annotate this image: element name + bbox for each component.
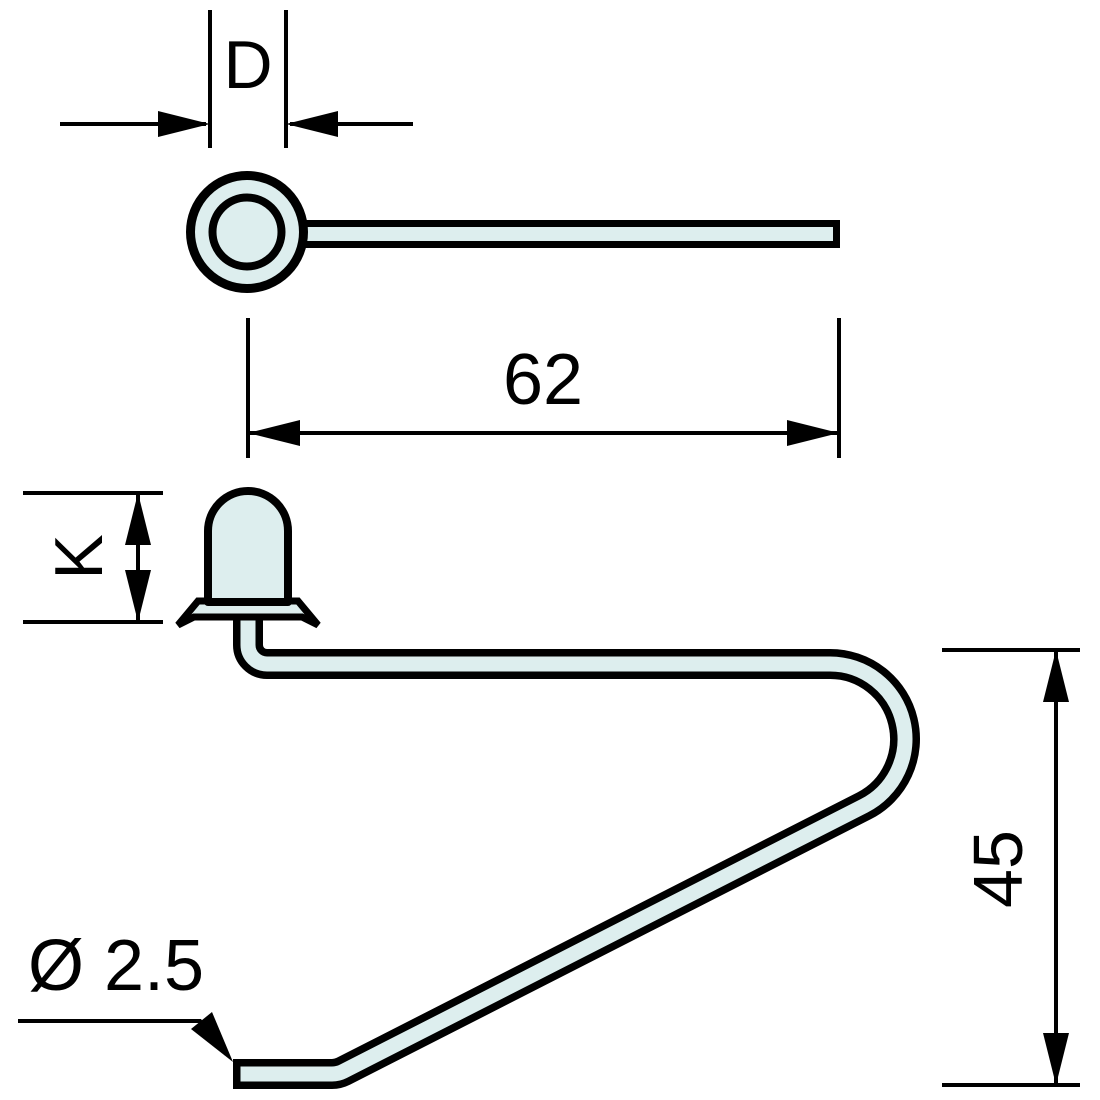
pin-head-outer-circle <box>186 171 308 293</box>
pin-shaft-top-view <box>276 220 840 248</box>
pin-head-inner-circle <box>208 193 286 271</box>
dim-d-arrowhead-left <box>158 111 210 137</box>
dim-62-label: 62 <box>503 340 583 420</box>
wire-fill <box>240 598 913 1082</box>
wire-diameter-leader-arrowhead <box>191 1012 233 1062</box>
dim-45-label: 45 <box>959 830 1037 908</box>
dimension-45: 45 <box>942 648 1080 1087</box>
pin-top-view <box>186 171 840 293</box>
cap-flange <box>175 597 321 629</box>
wire-diameter-callout: Ø 2.5 <box>18 926 233 1062</box>
dimension-62: 62 <box>246 318 841 458</box>
dimension-k: K <box>23 491 163 624</box>
dim-k-arrowhead-down <box>125 570 151 622</box>
dimension-d: D <box>60 10 413 148</box>
wire-diameter-label: Ø 2.5 <box>28 926 204 1006</box>
hook-side-view <box>175 487 920 1089</box>
dim-62-arrowhead-left <box>248 420 300 446</box>
dim-d-label: D <box>223 27 272 103</box>
dim-k-arrowhead-up <box>125 493 151 545</box>
dim-45-arrowhead-up <box>1043 650 1069 702</box>
dim-62-arrowhead-right <box>787 420 839 446</box>
dim-k-label: K <box>41 534 117 579</box>
dim-d-arrowhead-right <box>286 111 338 137</box>
dim-45-arrowhead-down <box>1043 1033 1069 1085</box>
cap-dome <box>204 487 292 606</box>
